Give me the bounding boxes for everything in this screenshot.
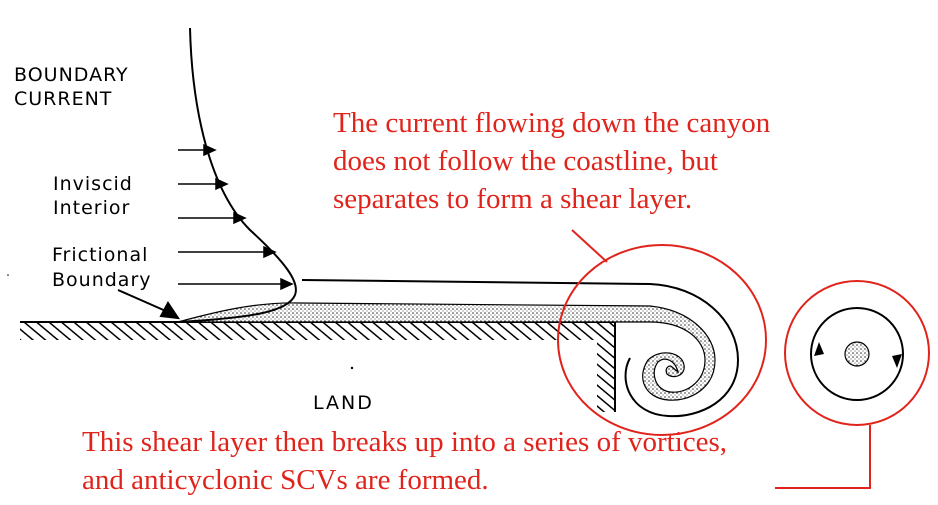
velocity-arrows xyxy=(178,143,294,291)
speck xyxy=(7,274,9,276)
boundary-current-label-line1: BOUNDARY xyxy=(14,64,129,86)
bottom-annotation-line2: and anticyclonic SCVs are formed. xyxy=(82,464,489,496)
frictional-boundary-arrow xyxy=(117,289,181,320)
velocity-profile-curve xyxy=(177,27,297,323)
inviscid-interior-label-line1: Inviscid xyxy=(53,173,133,195)
scv-eddy xyxy=(810,307,904,401)
land-label: LAND xyxy=(313,392,374,414)
scv-highlight-circle xyxy=(784,280,930,426)
top-annotation-line3: separates to form a shear layer. xyxy=(333,183,693,215)
inviscid-interior-label-line2: Interior xyxy=(53,197,131,219)
bottom-note-leader xyxy=(775,425,871,489)
bottom-annotation-line1: This shear layer then breaks up into a s… xyxy=(82,426,728,458)
top-note-leader xyxy=(571,229,608,263)
shear-layer-highlight-ellipse xyxy=(557,244,767,436)
frictional-boundary-label-line1: Frictional xyxy=(52,244,149,266)
shear-layer-stipple xyxy=(177,302,716,401)
separated-streamline xyxy=(301,279,740,418)
boundary-current-label-line2: CURRENT xyxy=(14,88,113,110)
land-hatch xyxy=(20,322,615,340)
annotation-marks xyxy=(557,229,930,489)
frictional-boundary-label-line2: Boundary xyxy=(52,269,152,291)
canyon-wall-hatch xyxy=(597,340,614,412)
top-annotation-line1: The current flowing down the canyon xyxy=(333,107,771,139)
speck xyxy=(350,366,354,370)
top-annotation-line2: does not follow the coastline, but xyxy=(333,145,718,177)
